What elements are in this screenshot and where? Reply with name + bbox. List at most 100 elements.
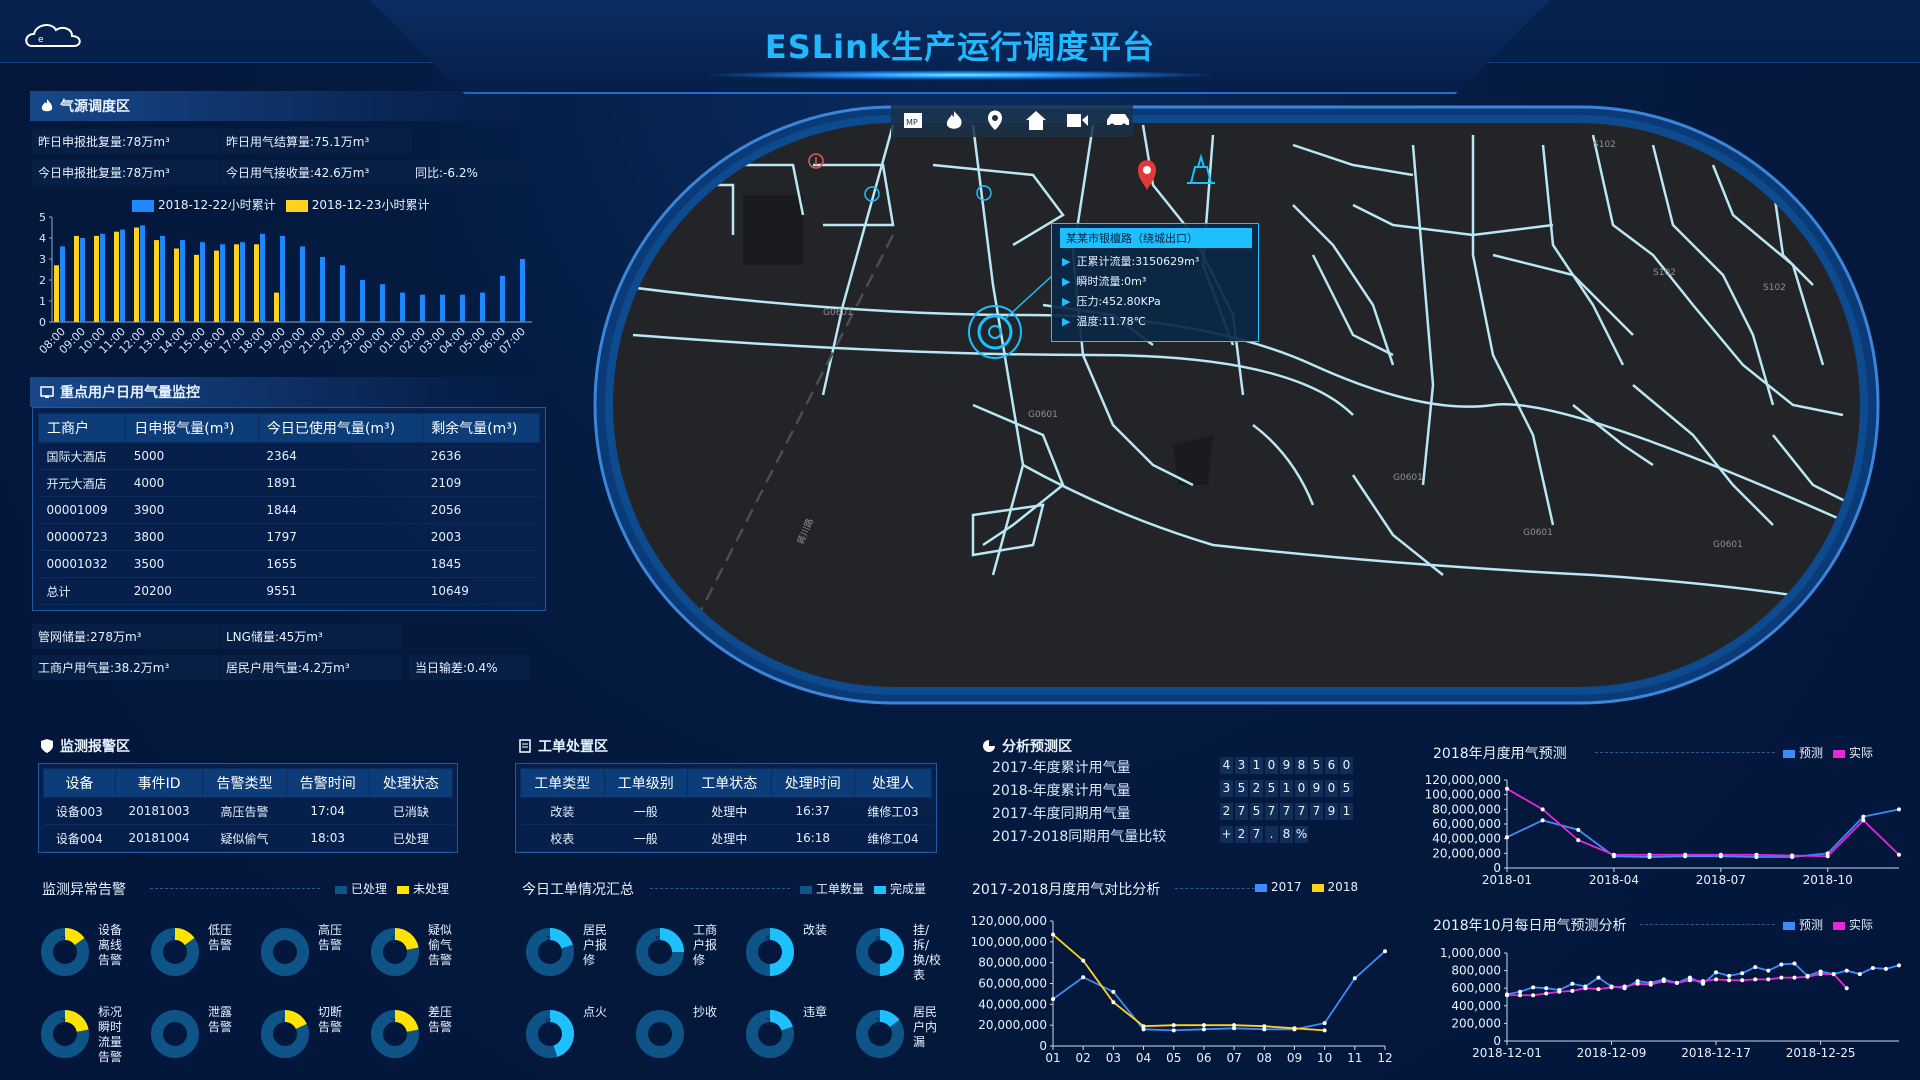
compare-line-chart: 020,000,00040,000,00060,000,00080,000,00… [971,914,1393,1065]
donut-chart: 5 [746,928,794,976]
workorder-table-head: 工单类型工单级别工单状态处理时间处理人 [520,768,932,798]
data-point [1596,975,1601,980]
data-point [1897,852,1901,857]
car-icon[interactable] [1107,114,1129,129]
stat-yesterday-approved: 昨日申报批复量:78万m³ [32,129,219,154]
map-canvas[interactable]: S102S102S102G0601G0601G0601G0601G0601蒋川路… [593,105,1880,705]
y-tick-label: 800,000 [1451,964,1501,978]
key-users-cell: 00001009 [38,496,126,524]
workorder-cell: 16:18 [771,824,855,852]
bar [74,235,79,322]
key-users-cell: 3900 [125,496,259,524]
data-point [1540,818,1545,823]
data-point [1831,972,1836,977]
workorder-cell: 处理中 [687,797,771,825]
bar [54,265,59,322]
selected-station-marker[interactable] [968,305,1022,359]
forecast-label: 2017-年度累计用气量 [992,760,1131,776]
digit: 1 [1280,780,1293,797]
donut-arc [151,928,199,976]
data-point [1611,852,1616,857]
key-users-col-header: 剩余气量(m³) [422,413,540,443]
donut-label: 设备离线告警 [98,923,123,967]
location-pin-icon[interactable] [988,110,1002,131]
small-marker[interactable] [808,153,824,169]
data-point [1111,989,1116,994]
key-users-head: 工商户日申报气量(m³)今日已使用气量(m³)剩余气量(m³) [37,413,540,443]
donut-value: 2 [60,935,66,946]
stat-commercial-use: 工商户用气量:38.2万m³ [32,655,219,680]
workorder-cell: 改装 [520,797,604,825]
alarm-header: 监测报警区 [30,731,240,761]
video-camera-icon[interactable] [1067,114,1088,127]
bar [460,294,465,322]
small-marker[interactable] [864,185,992,202]
donut-item[interactable]: 抄收 [635,997,745,1077]
x-tick-label: 04 [1136,1051,1151,1065]
key-users-col-header: 今日已使用气量(m³) [257,413,424,443]
station-marker[interactable] [1187,153,1215,184]
flame-icon[interactable] [946,111,962,129]
data-point [1051,997,1055,1002]
donut-label: 切断告警 [318,1005,343,1034]
key-users-cell: 4000 [125,469,259,497]
home-icon[interactable] [1026,111,1046,130]
alarm-col-header: 告警时间 [285,768,370,798]
data-point [1171,1023,1176,1028]
digit: 7 [1235,803,1248,820]
stat-lng-storage: LNG储量:45万m³ [220,624,402,649]
donut-value: 3 [390,1017,396,1028]
bar [380,284,385,322]
digit: 0 [1265,757,1278,774]
digit: 7 [1265,803,1278,820]
data-point [1844,968,1849,973]
donut-item[interactable]: 高压告警 [260,915,370,995]
stat-resident-use: 居民户用气量:4.2万m³ [220,655,402,680]
donut-item[interactable]: 2 设备离线告警 [40,915,150,995]
data-point [1051,932,1055,937]
donut-value: 1 [170,935,176,946]
legend-item-forecast: 预测 [1783,916,1823,933]
map-pin-marker[interactable] [1138,160,1156,191]
bar [320,256,325,322]
x-tick-label: 2018-10 [1803,873,1853,887]
workorder-cell: 16:37 [771,797,855,825]
gas-source-header: 气源调度区 [30,91,550,121]
legend-item-forecast: 预测 [1783,744,1823,761]
x-tick-label: 03 [1106,1051,1121,1065]
x-tick-label: 2018-12-25 [1786,1046,1856,1060]
map-icon[interactable]: MP [904,113,922,128]
workorder-col-header: 处理时间 [770,768,855,798]
donut-item[interactable]: 泄露告警 [150,997,260,1077]
digit: 7 [1280,803,1293,820]
workorder-cell: 处理中 [687,824,771,852]
x-tick-label: 2018-12-09 [1577,1046,1647,1060]
